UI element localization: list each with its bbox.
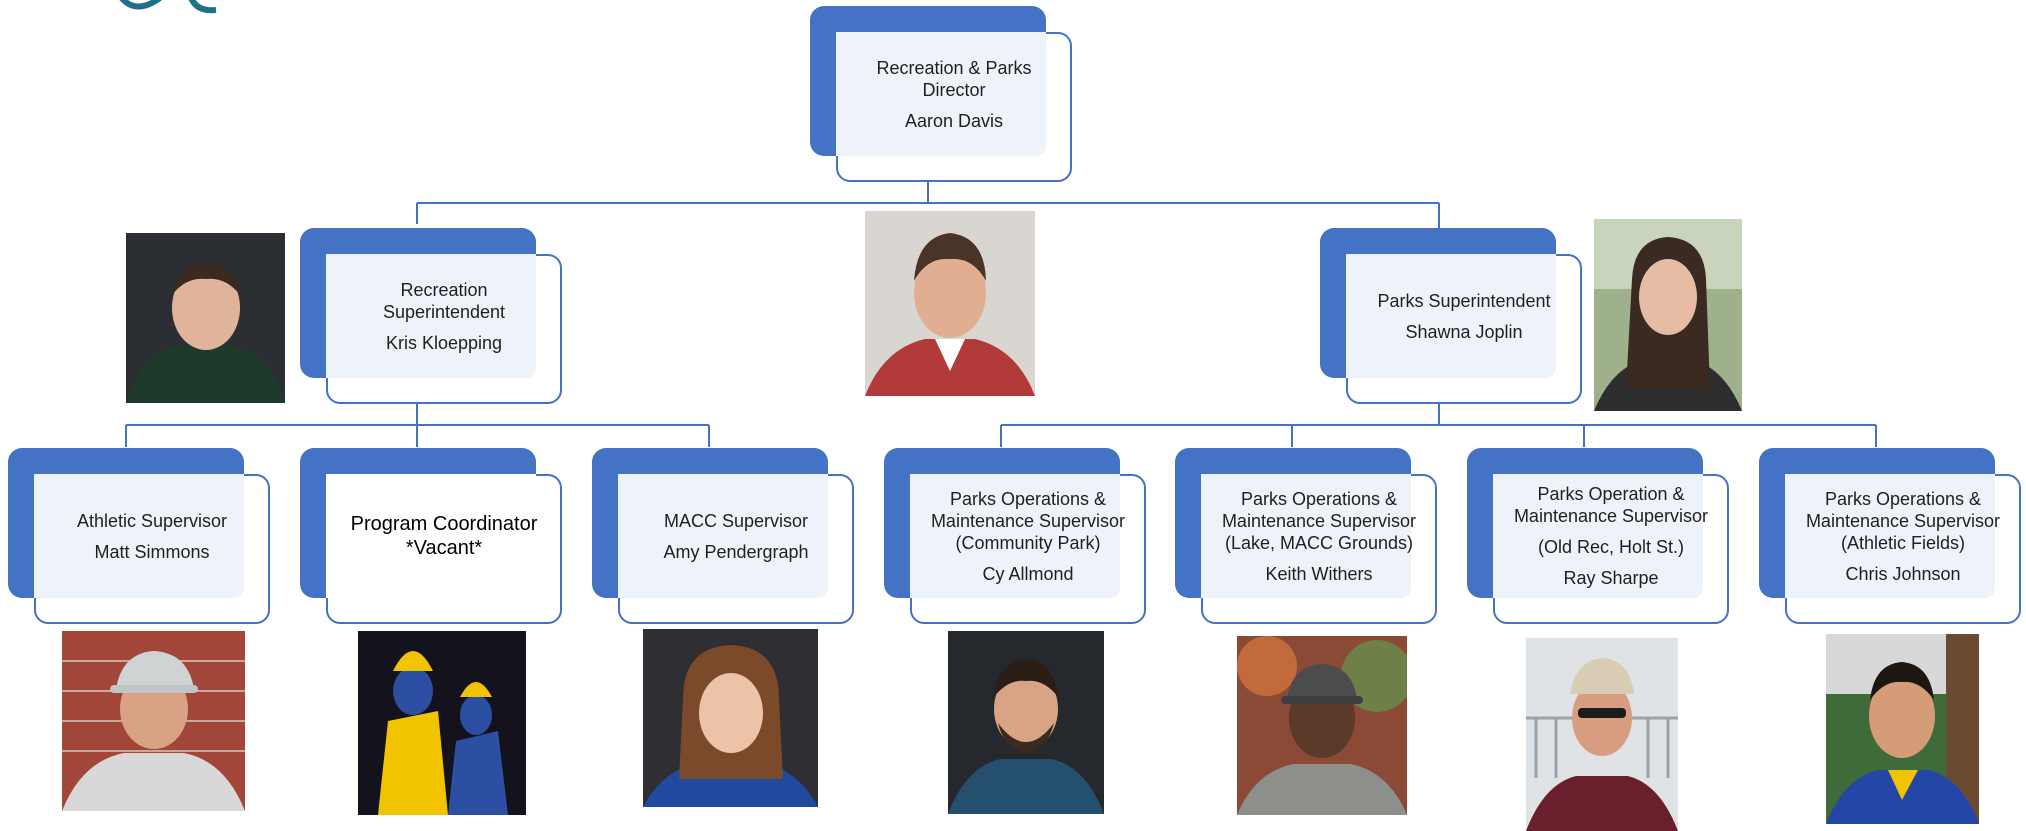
node-title-line: Parks Superintendent [1377,290,1551,311]
node-name: Chris Johnson [1845,563,1961,584]
node-name: Ray Sharpe [1563,568,1659,588]
photo-cy-allmond [948,631,1104,814]
node-title-line: Recreation [400,279,488,300]
node-title-line: MACC Supervisor [663,510,809,531]
node-name: Shawna Joplin [1405,321,1523,342]
organization-logo [119,0,217,14]
node-title-line: Parks Operations & [949,488,1107,509]
node-name: Cy Allmond [982,563,1074,584]
node-name: *Vacant* [405,537,483,559]
node-name: Matt Simmons [94,541,210,562]
node-name: Amy Pendergraph [663,541,809,562]
node-title-line: Director [922,79,986,100]
node-title-line: Parks Operation & [1537,484,1685,504]
photo-shawna-joplin [1594,219,1742,411]
photo-program-coordinator [358,631,526,815]
node-title-line: Parks Operations & [1240,488,1398,509]
node-name: Keith Withers [1265,563,1373,584]
node-title-line: Maintenance Supervisor [1513,506,1709,526]
node-title-line: Superintendent [382,301,506,322]
photo-ray-sharpe [1526,638,1678,831]
node-title-line: Program Coordinator [350,513,538,535]
node-title-line: Parks Operations & [1824,488,1982,509]
photo-amy-pendergraph [643,629,818,807]
photo-aaron-davis [865,211,1035,396]
photo-matt-simmons [62,631,245,811]
photo-chris-johnson [1826,634,1979,824]
node-title-line: Athletic Supervisor [76,510,228,531]
node-title-line: (Community Park) [955,532,1101,553]
node-title-line: Maintenance Supervisor [1221,510,1417,531]
photo-keith-withers [1237,636,1407,815]
node-title-line: (Lake, MACC Grounds) [1224,532,1414,553]
node-title-line: Recreation & Parks [876,57,1032,78]
node-title-line: Maintenance Supervisor [1805,510,2001,531]
node-title-line: Maintenance Supervisor [930,510,1126,531]
photo-kris-kloepping [126,233,285,403]
node-name: Aaron Davis [904,110,1004,131]
node-title-line: (Athletic Fields) [1840,532,1966,553]
node-name: Kris Kloepping [385,332,503,353]
node-title-line: (Old Rec, Holt St.) [1537,537,1685,557]
